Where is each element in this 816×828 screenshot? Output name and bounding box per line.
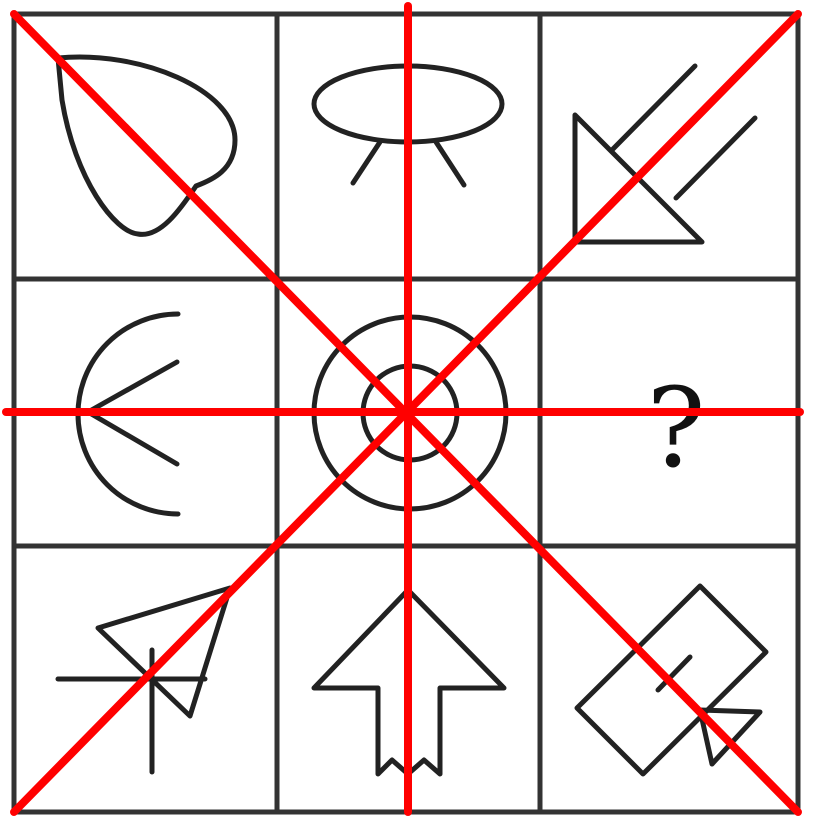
cell-middle-right-question-mark: ? — [647, 364, 706, 492]
cell-top-left-teardrop-figure — [55, 54, 238, 237]
cell-bottom-right-tilted-rectangle-figure — [574, 583, 769, 777]
question-mark-text: ? — [647, 364, 706, 492]
red-symmetry-lines — [2, 2, 804, 816]
